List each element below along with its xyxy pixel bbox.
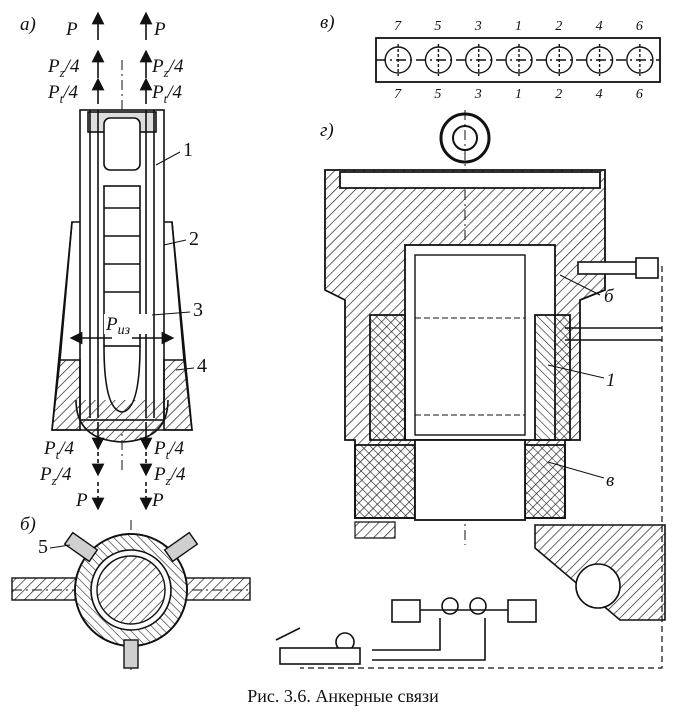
callout-4: 4 xyxy=(197,355,207,377)
down-arrows xyxy=(91,422,153,511)
force-Piz: Pиз xyxy=(105,314,131,338)
strip-number-top: 7 xyxy=(394,19,402,34)
callouts-a xyxy=(151,151,195,371)
strip-number-bottom: 1 xyxy=(515,87,522,102)
figure-caption: Рис. 3.6. Анкерные связи xyxy=(247,686,439,706)
callout-2: 2 xyxy=(189,228,199,250)
panel-a: а) P Pz/4 Pt/4 P Pz/4 Pt/4 xyxy=(20,11,207,511)
force-Pt4-top-left: Pt/4 xyxy=(47,82,79,106)
strip-number-top: 5 xyxy=(434,19,441,34)
strip-number-bottom: 6 xyxy=(636,87,643,102)
hydraulic-line xyxy=(300,266,663,669)
bending-force: Pиз xyxy=(69,314,175,345)
force-Pz4-bottom-left: Pz/4 xyxy=(39,464,72,488)
strip-number-bottom: 7 xyxy=(394,87,402,102)
callout-g-v: в xyxy=(606,470,614,491)
strip-number-top: 2 xyxy=(555,19,562,34)
force-Pt4-bottom-right: Pt/4 xyxy=(153,438,185,462)
strip-number-bottom: 4 xyxy=(596,87,603,102)
callout-g-b: б xyxy=(604,286,615,307)
force-Pt4-bottom-left: Pt/4 xyxy=(43,438,75,462)
callout-g-1: 1 xyxy=(606,370,616,391)
strip-number-top: 1 xyxy=(515,19,522,34)
panel-v: в) 7 5 3 1 2 4 6 7 5 3 1 2 4 6 xyxy=(320,12,661,102)
panel-g-label: г) xyxy=(320,120,334,141)
callout-3: 3 xyxy=(193,299,203,321)
strip-number-top: 6 xyxy=(636,19,643,34)
force-P-bottom-right: P xyxy=(151,490,164,511)
callout-1: 1 xyxy=(183,139,193,161)
strip-number-top: 3 xyxy=(474,19,482,34)
top-left-force-labels: P Pz/4 Pt/4 xyxy=(47,19,80,106)
panel-v-label: в) xyxy=(320,12,335,33)
force-P-bottom-left: P xyxy=(75,490,88,511)
strip-number-bottom: 2 xyxy=(555,87,562,102)
up-arrows xyxy=(91,11,153,104)
anchor-tie-assembly xyxy=(51,109,193,443)
panel-g: г) xyxy=(275,110,666,669)
hydraulic-pump xyxy=(275,597,537,665)
force-P-top-right: P xyxy=(153,19,166,40)
force-Pz4-top-left: Pz/4 xyxy=(47,56,80,80)
force-Pt4-top-right: Pt/4 xyxy=(151,82,183,106)
top-right-force-labels: P Pz/4 Pt/4 xyxy=(151,19,184,106)
force-Pz4-bottom-right: Pz/4 xyxy=(153,464,186,488)
strip-number-bottom: 3 xyxy=(474,87,482,102)
strip-number-top: 4 xyxy=(596,19,603,34)
callout-5: 5 xyxy=(38,536,48,558)
force-P-top-left: P xyxy=(65,19,78,40)
panel-b-label: б) xyxy=(20,514,36,535)
panel-b: б) 5 xyxy=(11,514,251,670)
force-Pz4-top-right: Pz/4 xyxy=(151,56,184,80)
panel-a-label: а) xyxy=(20,14,36,35)
strip-number-bottom: 5 xyxy=(434,87,441,102)
